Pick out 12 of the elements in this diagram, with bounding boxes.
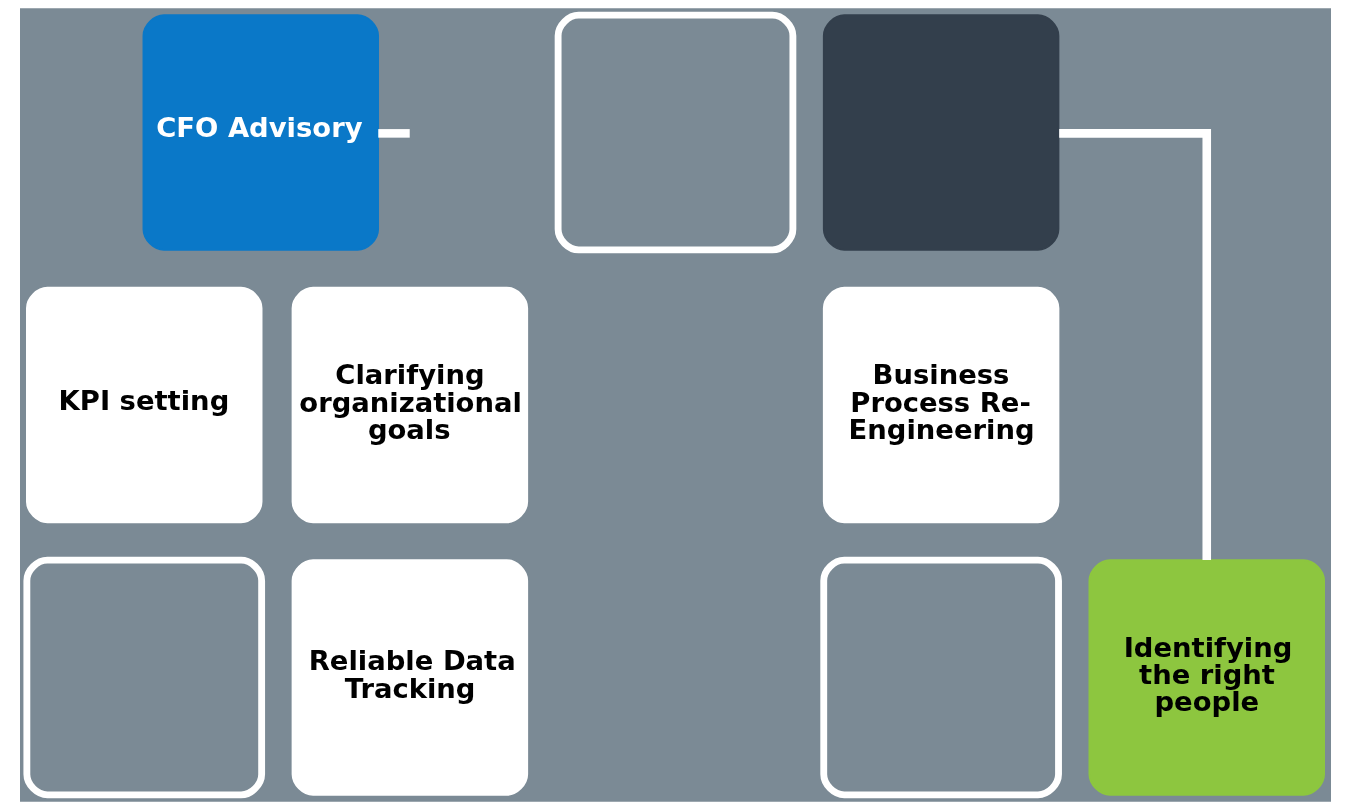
connector bbox=[377, 129, 410, 138]
node-box: Identifying the right people bbox=[1088, 559, 1325, 796]
node-box: CFO Advisory bbox=[142, 14, 379, 251]
node-box: KPI setting bbox=[25, 286, 262, 524]
node-box: Reliable Data Tracking bbox=[291, 559, 528, 796]
node-box bbox=[554, 11, 796, 254]
node-box bbox=[22, 556, 265, 799]
node-box: Clarifying organizational goals bbox=[291, 286, 528, 524]
node-box bbox=[822, 14, 1059, 251]
node-box bbox=[819, 556, 1062, 799]
connector bbox=[1058, 129, 1211, 561]
node-box: Business Process Re-Engineering bbox=[822, 286, 1059, 524]
